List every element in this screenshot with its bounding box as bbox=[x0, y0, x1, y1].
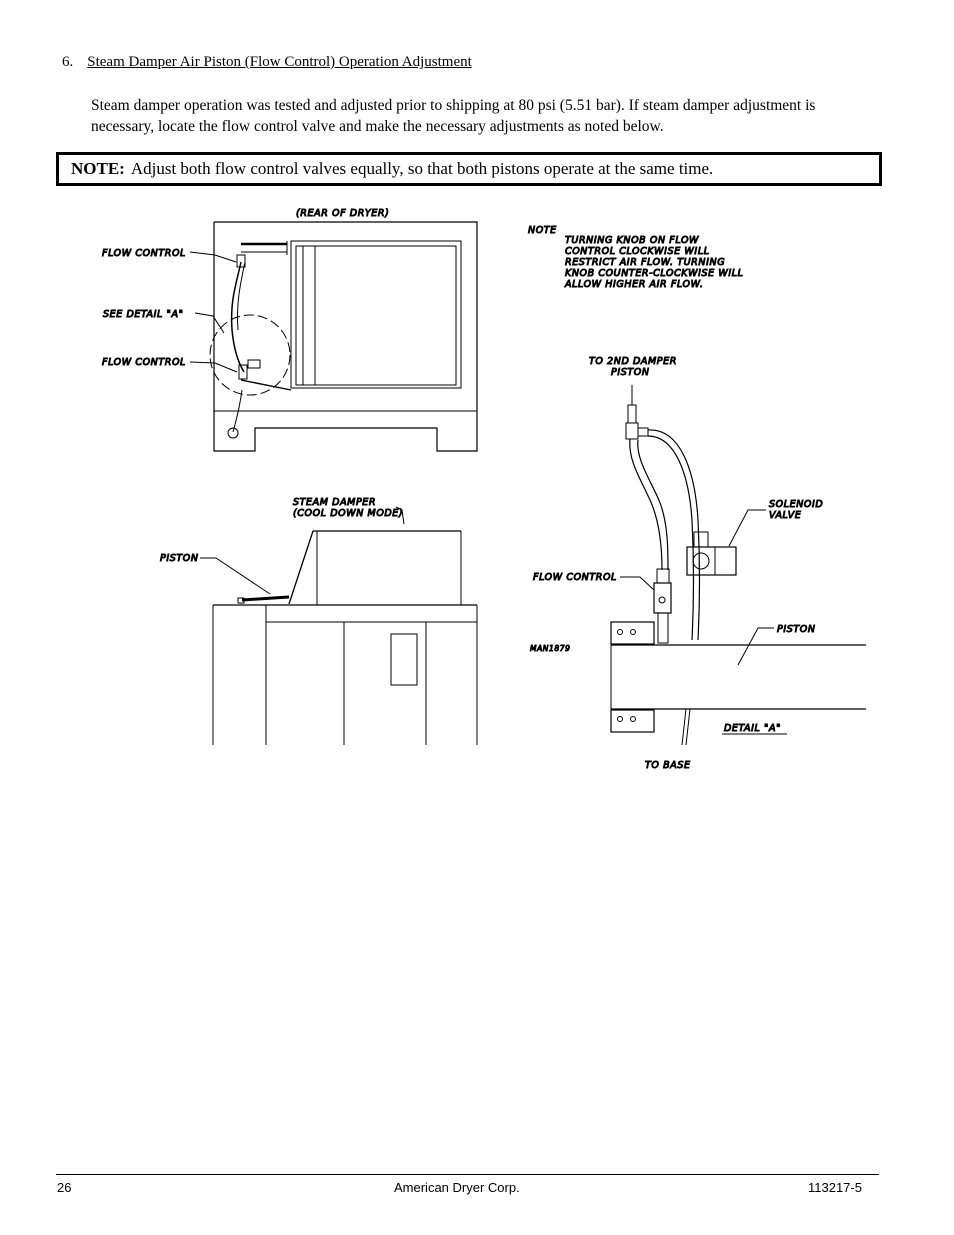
section-title: Steam Damper Air Piston (Flow Control) O… bbox=[87, 54, 472, 70]
flow-control-detail-label: FLOW CONTROL bbox=[533, 572, 617, 583]
steam-damper-figure: (REAR OF DRYER) FLOW CONTROL SEE DETAIL … bbox=[102, 208, 866, 772]
flow-control-label-2: FLOW CONTROL bbox=[102, 357, 186, 368]
note-label: NOTE: bbox=[71, 159, 125, 178]
rear-of-dryer-label: (REAR OF DRYER) bbox=[296, 208, 389, 219]
section-number: 6. bbox=[62, 54, 74, 70]
piston-lower-label: PISTON bbox=[160, 553, 199, 564]
see-detail-label: SEE DETAIL "A" bbox=[103, 309, 184, 320]
footer-rule bbox=[56, 1174, 879, 1175]
section-heading: 6. Steam Damper Air Piston (Flow Control)… bbox=[62, 54, 472, 71]
cool-down-view-drawing: STEAM DAMPER (COOL DOWN MODE) PISTON bbox=[160, 497, 478, 745]
note-line-1: TURNING KNOB ON FLOW bbox=[565, 235, 699, 246]
note-head-label: NOTE bbox=[528, 225, 557, 236]
page-number: 26 bbox=[57, 1180, 72, 1195]
note-box: NOTE: Adjust both flow control valves equ… bbox=[56, 152, 882, 186]
note-text: Adjust both flow control valves equally,… bbox=[130, 159, 714, 178]
solenoid-label-line1: SOLENOID bbox=[769, 499, 823, 510]
note-line-5: ALLOW HIGHER AIR FLOW. bbox=[564, 279, 703, 290]
steam-damper-label-line2: (COOL DOWN MODE) bbox=[293, 508, 403, 519]
flow-control-label-1: FLOW CONTROL bbox=[102, 248, 186, 259]
solenoid-label-line2: VALVE bbox=[769, 510, 801, 521]
to-2nd-damper-label-line1: TO 2ND DAMPER bbox=[589, 356, 677, 367]
note-line-3: RESTRICT AIR FLOW. TURNING bbox=[565, 257, 725, 268]
steam-damper-label-line1: STEAM DAMPER bbox=[293, 497, 376, 508]
note-line-2: CONTROL CLOCKWISE WILL bbox=[565, 246, 710, 257]
rear-view-drawing: (REAR OF DRYER) FLOW CONTROL SEE DETAIL … bbox=[102, 208, 478, 452]
to-base-label: TO BASE bbox=[645, 760, 691, 771]
section-body: Steam damper operation was tested and ad… bbox=[91, 97, 816, 135]
detail-a-drawing: NOTE TURNING KNOB ON FLOW CONTROL CLOCKW… bbox=[528, 225, 866, 772]
detail-a-label: DETAIL "A" bbox=[724, 723, 781, 734]
note-line-4: KNOB COUNTER-CLOCKWISE WILL bbox=[565, 268, 744, 279]
to-2nd-damper-label-line2: PISTON bbox=[611, 367, 650, 378]
document-number: 113217-5 bbox=[808, 1180, 862, 1195]
piston-detail-label: PISTON bbox=[777, 624, 816, 635]
company-name: American Dryer Corp. bbox=[394, 1180, 520, 1195]
man-code-label: MAN1879 bbox=[530, 644, 571, 653]
